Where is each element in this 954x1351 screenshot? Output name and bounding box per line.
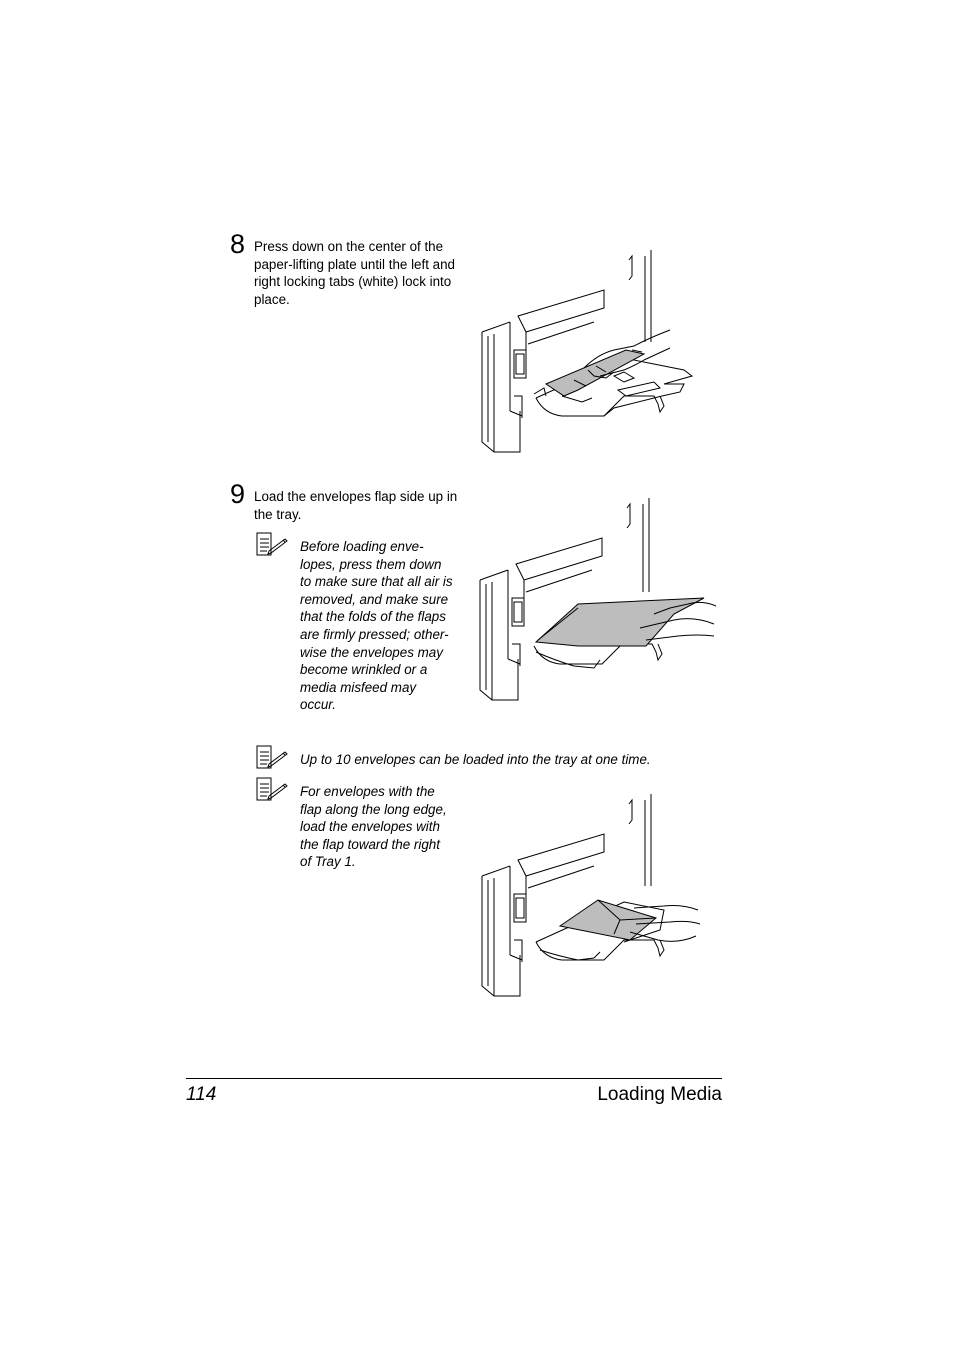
note-line: load the envelopes with xyxy=(300,819,440,835)
note-pad-pencil-icon xyxy=(256,745,288,769)
note-line: to make sure that all air is xyxy=(300,574,453,590)
note-line: media misfeed may xyxy=(300,679,417,695)
note-envelope-limit: Up to 10 envelopes can be loaded into th… xyxy=(300,752,651,767)
note-line: the flap toward the right xyxy=(300,836,440,852)
footer-rule xyxy=(186,1078,722,1079)
page-number: 114 xyxy=(186,1084,217,1105)
note-line: that the folds of the flaps xyxy=(300,609,446,625)
printer-tray-envelope-flap-illustration xyxy=(481,794,701,997)
note-line: lopes, press them down xyxy=(300,556,442,572)
note-line: removed, and make sure xyxy=(300,591,449,607)
note-long-edge: For envelopes with the flap along the lo… xyxy=(300,783,470,871)
note-line: of Tray 1. xyxy=(300,854,356,870)
note-line: wise the envelopes may xyxy=(300,644,443,660)
printer-tray-press-plate-illustration xyxy=(481,250,694,453)
note-line: become wrinkled or a xyxy=(300,662,428,678)
note-line: flap along the long edge, xyxy=(300,801,447,817)
section-title: Loading Media xyxy=(597,1084,722,1105)
step-8-text: Press down on the center of the paper-li… xyxy=(254,239,455,307)
note-line: For envelopes with the xyxy=(300,784,435,799)
step-9-text: Load the envelopes flap side up in the t… xyxy=(254,489,458,522)
printer-tray-load-envelopes-illustration xyxy=(479,498,717,701)
note-line: Before loading enve- xyxy=(300,539,424,554)
note-pad-pencil-icon xyxy=(256,532,288,556)
note-before-loading: Before loading enve- lopes, press them d… xyxy=(300,538,470,714)
step-8-number: 8 xyxy=(230,229,246,259)
step-9-number: 9 xyxy=(230,479,246,509)
note-line: occur. xyxy=(300,697,336,713)
note-pad-pencil-icon xyxy=(256,777,288,801)
note-line: are firmly pressed; other- xyxy=(300,626,449,642)
